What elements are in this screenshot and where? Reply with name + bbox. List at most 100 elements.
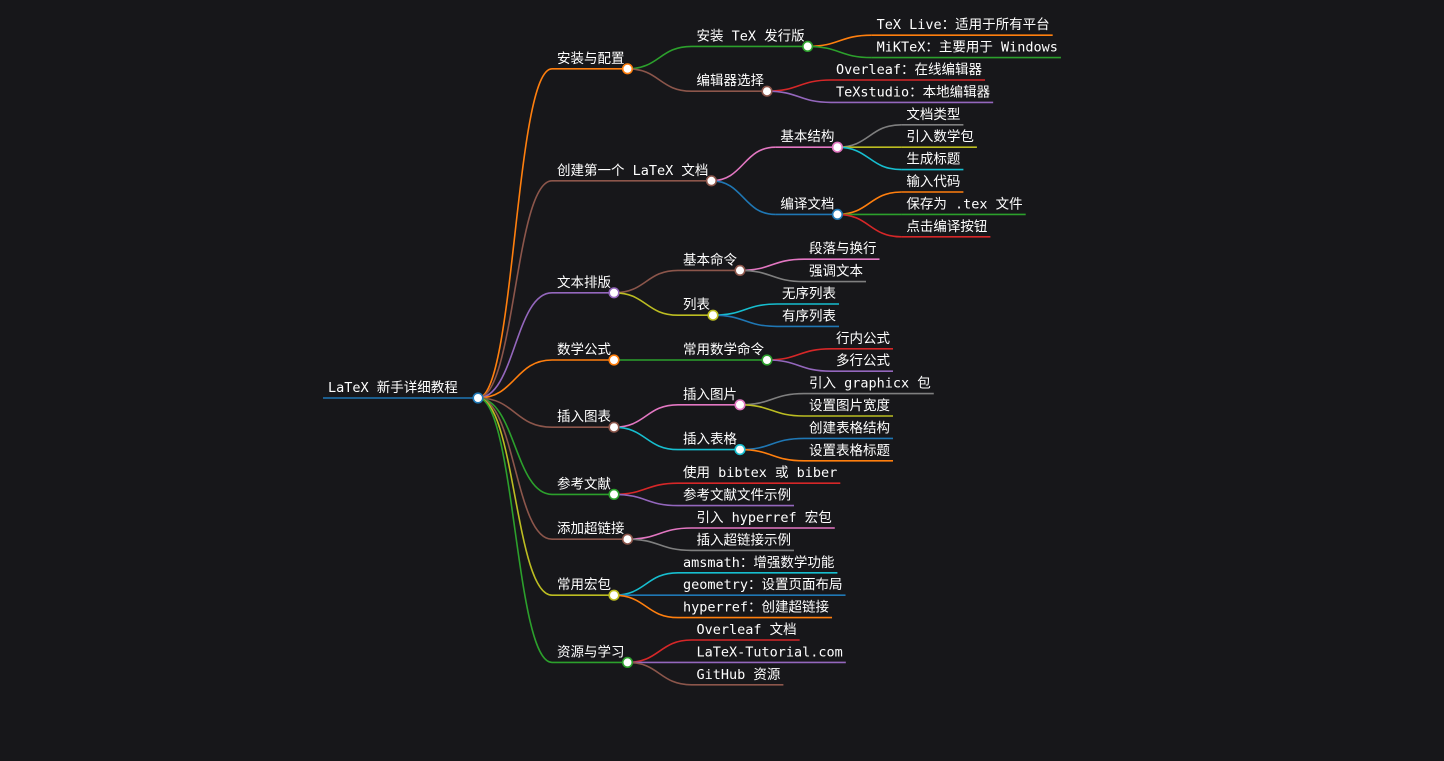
branch-link (477, 397, 553, 596)
node-label-基本结构: 基本结构 (780, 128, 834, 145)
node-toggle-基本结构[interactable] (831, 141, 844, 153)
node-label-列表: 列表 (683, 297, 711, 313)
branch-link (739, 269, 805, 283)
node-toggle-常用宏包[interactable] (608, 589, 620, 601)
branch-link (766, 90, 832, 104)
branch-link (613, 594, 679, 619)
branch-link (739, 258, 805, 272)
node-label-overleaf-在线编辑器: Overleaf：在线编辑器 (836, 62, 983, 78)
node-label-texstudio-本地编辑器: TeXstudio：本地编辑器 (836, 84, 991, 100)
node-label-有序列表: 有序列表 (782, 308, 836, 324)
node-label-参考文献: 参考文献 (557, 475, 611, 492)
node-label-插入图表: 插入图表 (557, 409, 611, 425)
branch-link (711, 180, 776, 216)
node-toggles[interactable] (472, 40, 844, 669)
node-underlines (323, 34, 1061, 686)
node-label-常用宏包: 常用宏包 (557, 577, 611, 593)
branch-link (766, 79, 832, 92)
branch-link (627, 538, 692, 552)
node-label-设置图片宽度: 设置图片宽度 (809, 397, 890, 414)
node-label-数学公式: 数学公式 (557, 342, 611, 358)
branch-link (739, 437, 805, 451)
node-label-文本排版: 文本排版 (557, 275, 611, 291)
node-toggle-创建第一个-latex-文档[interactable] (705, 175, 718, 187)
node-label-段落与换行: 段落与换行 (809, 241, 877, 257)
node-label-geometry-设置页面布局: geometry：设置页面布局 (683, 577, 843, 593)
branch-link (477, 292, 553, 399)
branch-link (837, 146, 902, 171)
node-toggle-编译文档[interactable] (831, 208, 844, 220)
branch-link (477, 397, 553, 540)
node-label-添加超链接: 添加超链接 (557, 520, 625, 537)
node-label-常用数学命令: 常用数学命令 (683, 341, 764, 358)
branch-link (613, 292, 679, 316)
node-label-基本命令: 基本命令 (683, 251, 737, 268)
branch-link (477, 397, 553, 664)
branch-link (807, 45, 872, 59)
branch-link (837, 191, 902, 216)
node-label-资源与学习: 资源与学习 (557, 644, 625, 660)
node-toggle-插入图片[interactable] (734, 399, 746, 411)
node-label-引入-graphicx-包: 引入 graphicx 包 (809, 376, 931, 392)
branch-link (477, 397, 553, 496)
branch-link (766, 359, 832, 372)
branch-link (837, 213, 902, 238)
node-label-设置表格标题: 设置表格标题 (809, 443, 890, 459)
branch-link (766, 348, 832, 361)
branch-link (627, 661, 692, 686)
node-toggle-插入图表[interactable] (608, 421, 620, 433)
node-label-github-资源: GitHub 资源 (697, 667, 781, 683)
node-label-行内公式: 行内公式 (836, 331, 890, 347)
branch-link (837, 124, 902, 148)
node-toggle-资源与学习[interactable] (621, 656, 634, 669)
node-label-文档类型: 文档类型 (906, 107, 960, 123)
node-label-插入超链接示例: 插入超链接示例 (697, 531, 792, 548)
node-toggle-latex-新手详细教程[interactable] (472, 392, 484, 404)
node-toggle-列表[interactable] (707, 309, 719, 321)
branch-link (613, 482, 679, 496)
node-label-多行公式: 多行公式 (836, 352, 890, 369)
branch-link (739, 448, 805, 462)
node-toggle-文本排版[interactable] (608, 287, 620, 299)
node-label-latex-新手详细教程: LaTeX 新手详细教程 (328, 380, 458, 396)
branch-link (712, 303, 778, 316)
branch-links (477, 34, 902, 686)
node-label-引入数学包: 引入数学包 (906, 129, 974, 145)
node-label-amsmath-增强数学功能: amsmath：增强数学功能 (683, 555, 834, 571)
branch-link (739, 404, 805, 417)
node-label-点击编译按钮: 点击编译按钮 (906, 219, 987, 235)
node-toggle-常用数学命令[interactable] (761, 354, 773, 366)
branch-link (613, 404, 679, 428)
branch-link (613, 269, 679, 294)
branch-link (627, 639, 692, 664)
branch-link (477, 359, 553, 399)
node-label-latex-tutorial-com: LaTeX-Tutorial.com (697, 644, 843, 660)
node-label-miktex-主要用于-windows: MiKTeX：主要用于 Windows (877, 40, 1058, 56)
node-label-hyperref-创建超链接: hyperref：创建超链接 (683, 599, 829, 616)
node-toggle-添加超链接[interactable] (621, 533, 634, 545)
node-label-插入图片: 插入图片 (683, 387, 737, 403)
node-toggle-数学公式[interactable] (608, 354, 620, 366)
node-label-安装与配置: 安装与配置 (557, 51, 625, 67)
node-toggle-编辑器选择[interactable] (761, 85, 773, 97)
branch-link (613, 426, 679, 451)
branch-link (477, 180, 553, 399)
node-label-创建第一个-latex-文档: 创建第一个 LaTeX 文档 (557, 162, 708, 179)
node-toggle-参考文献[interactable] (608, 488, 620, 501)
branch-link (712, 314, 778, 328)
node-label-创建表格结构: 创建表格结构 (809, 420, 890, 436)
node-toggle-安装与配置[interactable] (621, 63, 634, 75)
node-toggle-基本命令[interactable] (734, 264, 746, 277)
node-label-tex-live-适用于所有平台: TeX Live：适用于所有平台 (877, 17, 1050, 33)
node-label-编译文档: 编译文档 (780, 196, 834, 212)
node-toggle-安装-tex-发行版[interactable] (802, 40, 814, 53)
node-toggle-插入表格[interactable] (734, 444, 746, 456)
branch-link (477, 397, 553, 428)
branch-link (627, 45, 692, 70)
branch-link (613, 572, 679, 596)
node-label-插入表格: 插入表格 (683, 432, 737, 448)
node-label-无序列表: 无序列表 (782, 286, 836, 302)
branch-link (627, 68, 692, 92)
node-label-overleaf-文档: Overleaf 文档 (697, 622, 797, 638)
